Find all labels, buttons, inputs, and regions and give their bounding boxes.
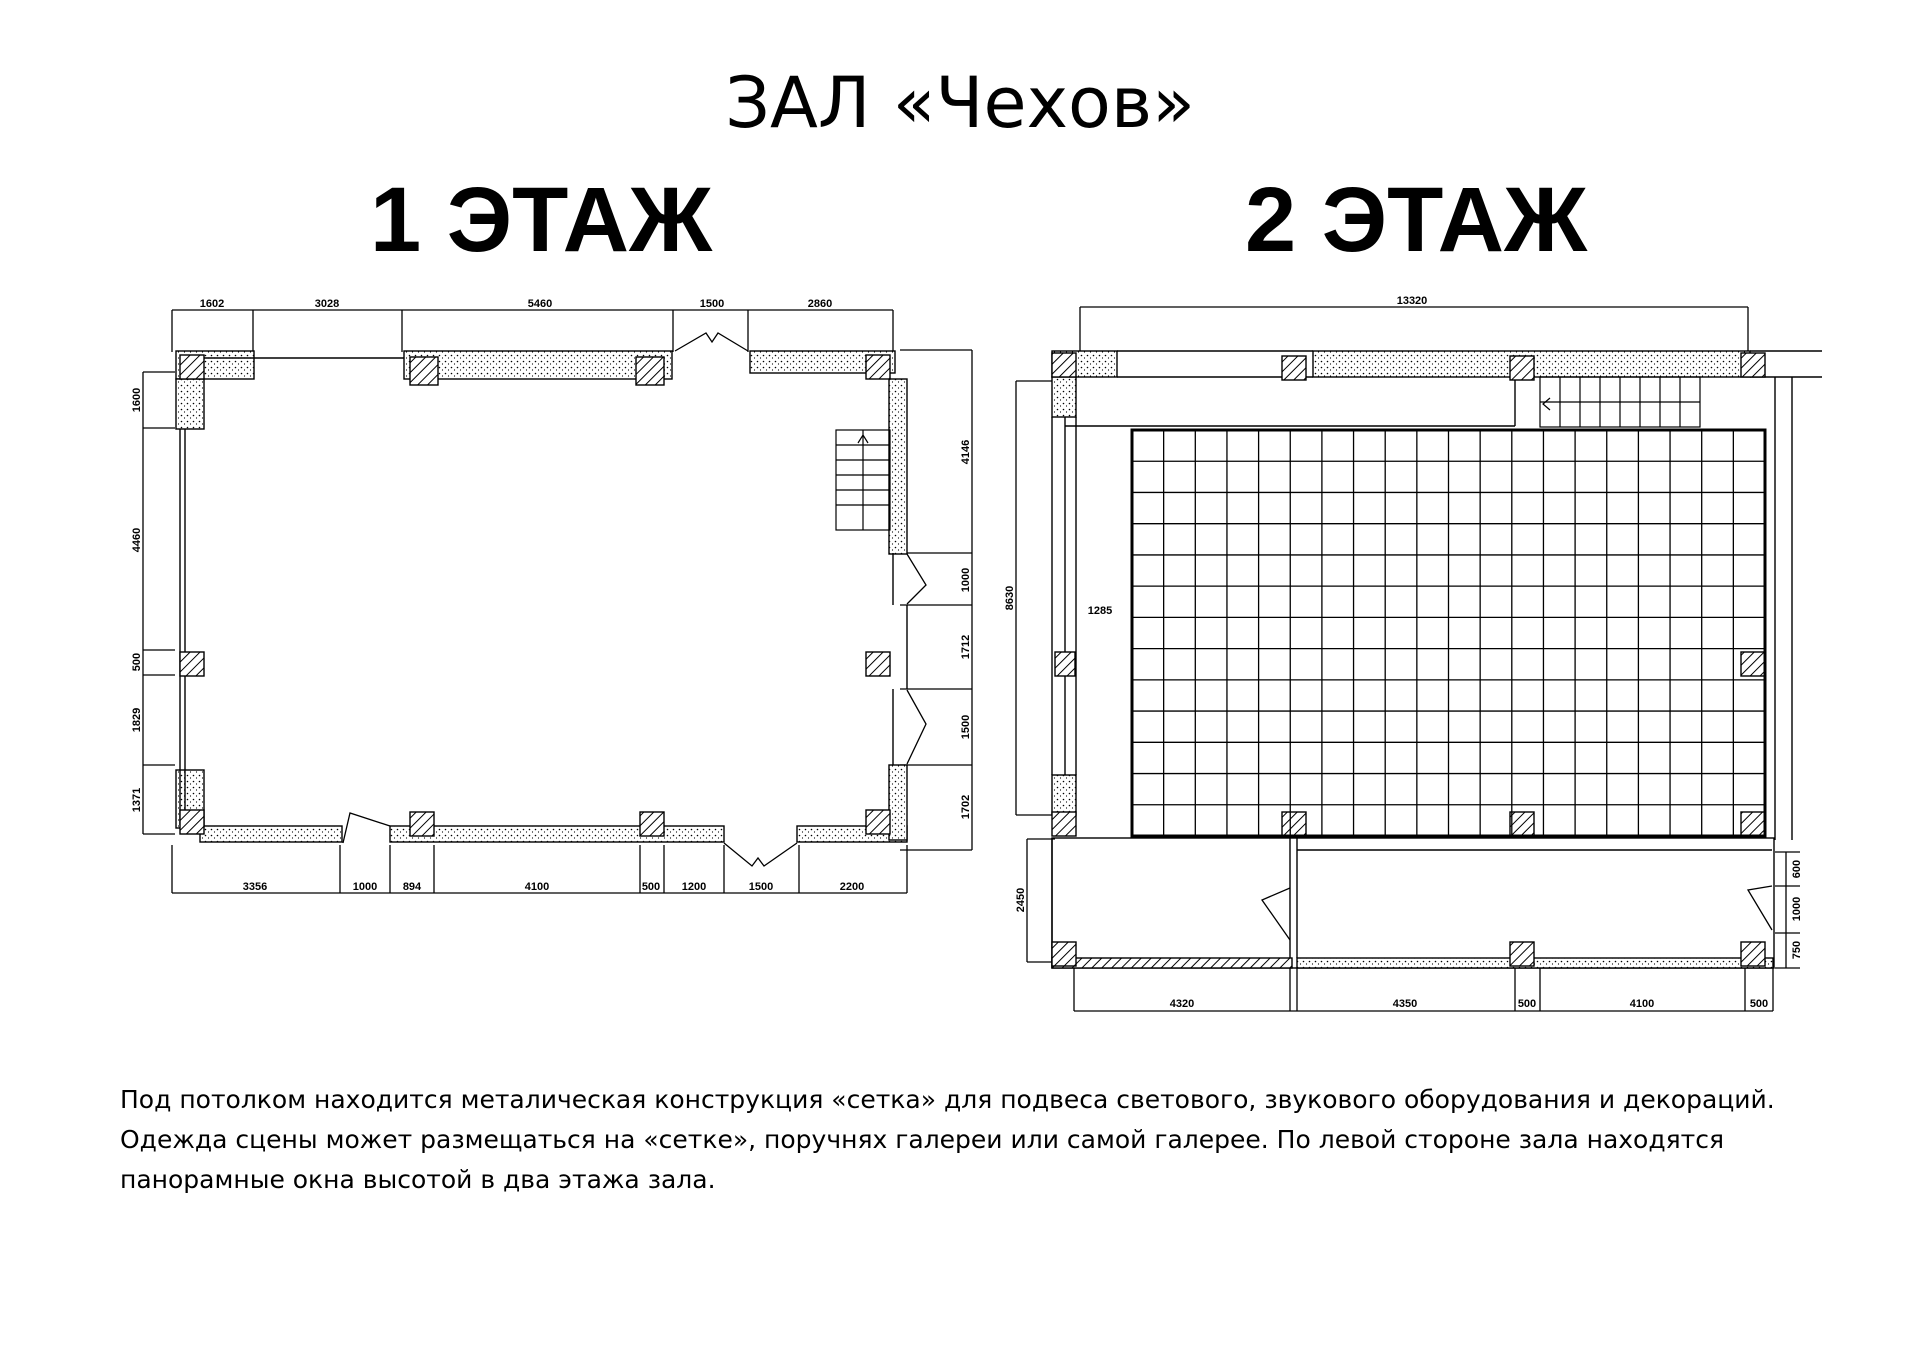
dimension-label: 500: [131, 653, 143, 671]
dimension-label: 1602: [200, 298, 224, 310]
description-line: Под потолком находится металическая конс…: [120, 1085, 1775, 1114]
dimension-label: 1829: [131, 708, 143, 732]
dimension-label: 1712: [960, 635, 972, 659]
dimension-label: 1000: [1791, 897, 1803, 921]
dimension-label: 1500: [749, 881, 773, 893]
dimension-label: 4146: [960, 440, 972, 464]
floor2-bottom-dimension-line: [1073, 968, 1774, 1012]
dimension-label: 894: [403, 881, 422, 893]
dimension-label: 1500: [700, 298, 724, 310]
floor2-plan: [1015, 306, 1822, 1012]
dimension-label: 4460: [131, 528, 143, 552]
dimension-label: 4320: [1170, 998, 1194, 1010]
floor1-title: 1 ЭТАЖ: [370, 169, 713, 271]
dimension-label: 13320: [1397, 295, 1428, 307]
dimension-label: 1500: [960, 715, 972, 739]
description-line: панорамные окна высотой в два этажа зала…: [120, 1165, 716, 1194]
dimension-label: 500: [1518, 998, 1536, 1010]
floor1-columns: [179, 354, 891, 837]
dimension-label: 5460: [528, 298, 552, 310]
dimension-label: 1000: [960, 568, 972, 592]
dimension-label: 3356: [243, 881, 267, 893]
dimension-label: 4350: [1393, 998, 1417, 1010]
dimension-label: 600: [1791, 860, 1803, 878]
floor1-plan: [142, 309, 973, 894]
dimension-label: 4100: [525, 881, 549, 893]
dimension-label: 2860: [808, 298, 832, 310]
dimension-label: 8630: [1004, 586, 1016, 610]
dimension-label: 500: [1750, 998, 1768, 1010]
floor2-stair: [1539, 376, 1701, 428]
floor1-bottom-dimension-line: [171, 845, 908, 894]
description-line: Одежда сцены может размещаться на «сетке…: [120, 1125, 1725, 1154]
description: Под потолком находится металическая конс…: [120, 1080, 1820, 1200]
dimension-label: 1371: [131, 788, 143, 812]
dimension-label: 1702: [960, 795, 972, 819]
dimension-label: 1600: [131, 388, 143, 412]
dimension-label: 4100: [1630, 998, 1654, 1010]
dimension-label: 750: [1791, 941, 1803, 959]
floor1-left-dimension-line: [142, 371, 175, 835]
floor1-stair: [835, 429, 891, 531]
dimension-label: 1000: [353, 881, 377, 893]
floor2-right-dimension-line: [1775, 851, 1800, 969]
dimension-label: 1285: [1088, 605, 1112, 617]
dimension-label: 3028: [315, 298, 339, 310]
floor1-right-dimension-line: [900, 349, 973, 851]
floor2-top-dimension-line: [1079, 306, 1749, 352]
floor2-doors: [1261, 885, 1773, 941]
hall-title: ЗАЛ «Чехов»: [725, 62, 1195, 144]
floor2-left-dimension-line: [1015, 380, 1055, 963]
floor2-columns: [1051, 352, 1766, 967]
dimension-label: 500: [642, 881, 660, 893]
floor1-doors: [342, 332, 927, 867]
dimension-label: 1200: [682, 881, 706, 893]
floor1-walls: [175, 350, 908, 843]
rigging-grid: [1130, 428, 1767, 838]
floor2-title: 2 ЭТАЖ: [1245, 169, 1588, 271]
floor2-walls: [1051, 350, 1822, 969]
dimension-label: 2450: [1015, 888, 1027, 912]
dimension-label: 2200: [840, 881, 864, 893]
floor1-top-dimension-line: [171, 309, 894, 352]
